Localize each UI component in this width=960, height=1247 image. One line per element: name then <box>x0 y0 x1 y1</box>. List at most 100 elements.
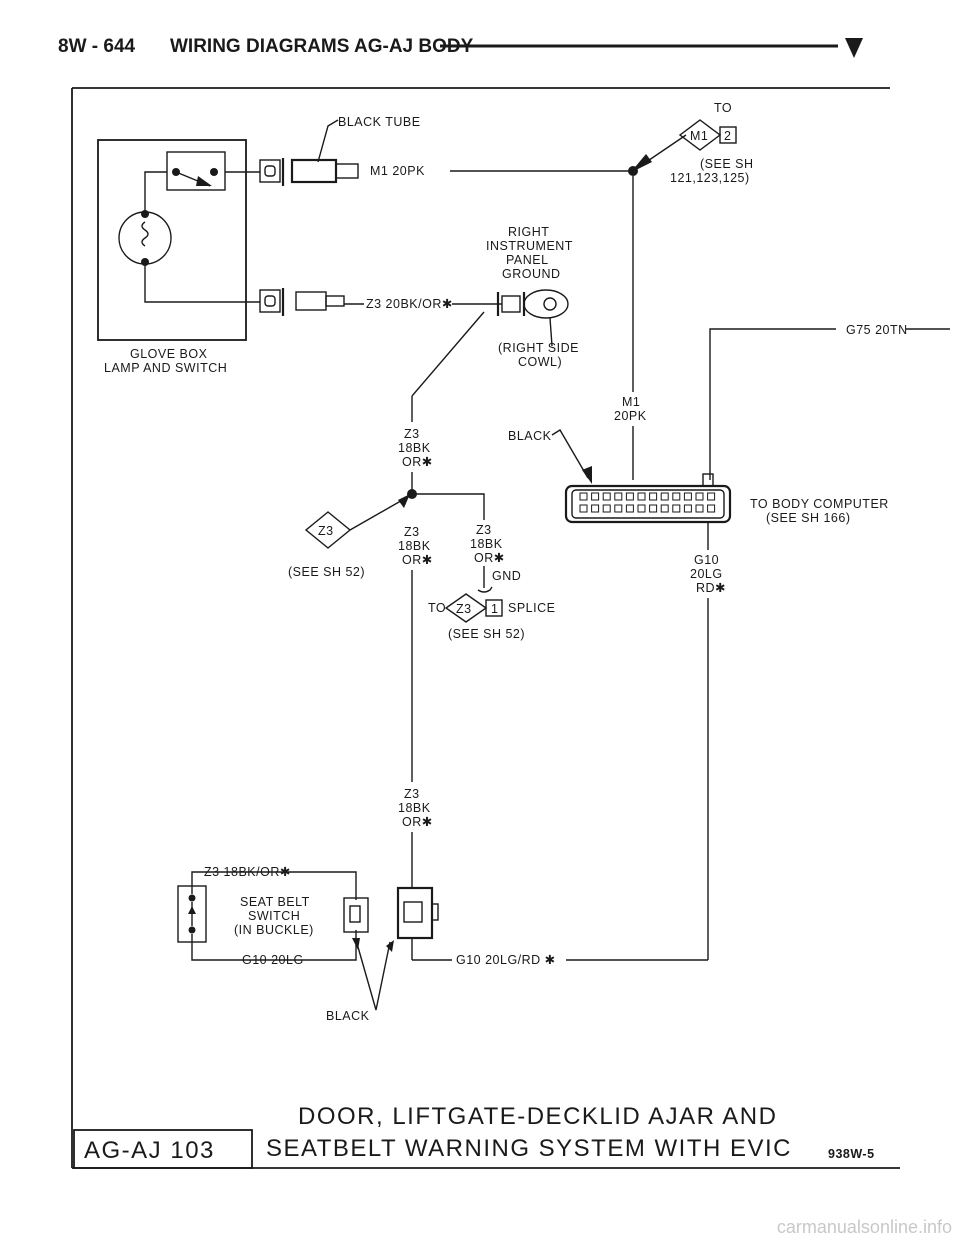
switch-label: SWITCH <box>248 909 300 923</box>
footer-code: AG-AJ 103 <box>84 1137 215 1164</box>
rip-instrument: INSTRUMENT <box>486 239 573 253</box>
black2-arrow-right <box>386 940 394 952</box>
connector-pin <box>695 504 704 513</box>
g10-20lg-rd-label: G10 20LG/RD ✱ <box>456 953 556 967</box>
bk18-label-1: 18BK <box>398 441 431 455</box>
footer-title-1: DOOR, LIFTGATE-DECKLID AJAR AND <box>298 1103 777 1130</box>
footer-title-2: SEATBELT WARNING SYSTEM WITH EVIC <box>266 1135 792 1162</box>
splice-num-box <box>485 599 503 617</box>
connector-pin <box>672 504 681 513</box>
sb-contact-top <box>188 894 196 902</box>
z3-label-3: Z3 <box>476 523 492 537</box>
z3-label-2: Z3 <box>404 525 420 539</box>
bk18-label-4: 18BK <box>398 801 431 815</box>
connector-pin <box>614 504 623 513</box>
splice-label: SPLICE <box>508 601 555 615</box>
see-sh166-label: (SEE SH 166) <box>766 511 851 525</box>
connector-pin <box>625 504 634 513</box>
connector-pin <box>591 504 600 513</box>
buckle-connector-right-pin <box>403 901 423 923</box>
terminal-upper <box>259 159 281 183</box>
orx-label-1: OR✱ <box>402 455 433 469</box>
gnd-label: GND <box>492 569 521 583</box>
section-title: WIRING DIAGRAMS AG-AJ BODY <box>170 36 474 57</box>
connector-pin <box>695 492 704 501</box>
splice-num: 1 <box>491 602 498 616</box>
buckle-connector-right-tab <box>431 903 439 921</box>
connector-pin <box>649 504 658 513</box>
connector-pin <box>683 504 692 513</box>
ground-eyelet-body <box>501 295 521 313</box>
seat-belt-label: SEAT BELT <box>240 895 310 909</box>
connector-pin <box>649 492 658 501</box>
lamp-dot-top <box>141 210 149 218</box>
rip-right: RIGHT <box>508 225 549 239</box>
body-computer-tab <box>702 473 714 487</box>
z3-connector-label: Z3 <box>318 524 334 538</box>
watermark: carmanualsonline.info <box>776 1217 952 1237</box>
connector-pin <box>707 492 716 501</box>
body-computer-connector-inner <box>571 489 725 519</box>
g75-wire <box>709 328 836 480</box>
orx-label-3: OR✱ <box>474 551 505 565</box>
switch-arrow-icon <box>196 176 212 186</box>
gnd-hook-icon <box>477 586 493 593</box>
buckle-connector-left <box>343 897 369 933</box>
black-tube-connector <box>290 158 338 184</box>
g75-label: G75 20TN <box>846 323 908 337</box>
z3-inline-connector <box>295 291 327 311</box>
connector-pin <box>660 492 669 501</box>
z3-inline-connector-tab <box>325 295 345 307</box>
glove-wire-1 <box>144 171 167 214</box>
splice-connector-icon <box>444 593 488 623</box>
black-tube-label: BLACK TUBE <box>338 115 421 129</box>
black2-leader <box>355 939 391 1011</box>
connector-pin <box>591 492 600 501</box>
z3-connector-arrow <box>398 494 410 508</box>
black2-arrow-left <box>352 938 360 950</box>
black-tube-connector-tab <box>335 163 359 179</box>
glove-wire-3 <box>144 262 260 303</box>
switch-contact-right <box>210 168 218 176</box>
see-sh52-label: (SEE SH 52) <box>288 565 365 579</box>
black-tube-leader <box>317 119 339 163</box>
sb-wire-top <box>191 871 357 900</box>
ground-screw-icon <box>543 297 557 311</box>
cowl-label: COWL) <box>518 355 562 369</box>
in-buckle-label: (IN BUCKLE) <box>234 923 314 937</box>
down-triangle-icon <box>845 38 863 58</box>
m1-connector-icon <box>678 119 722 151</box>
bk18-label-3: 18BK <box>470 537 503 551</box>
see-sh52b-label: (SEE SH 52) <box>448 627 525 641</box>
lg20-label: 20LG <box>690 567 723 581</box>
see-sh-label: (SEE SH <box>700 157 754 171</box>
z3-label-1: Z3 <box>404 427 420 441</box>
z3-18bk-or-label: Z3 18BK/OR✱ <box>204 865 291 879</box>
connector-pin <box>602 504 611 513</box>
m1-vert-label: M1 <box>622 395 640 409</box>
buckle-connector-left-pin <box>349 905 361 923</box>
right-side-label: (RIGHT SIDE <box>498 341 579 355</box>
z3-connector-leader <box>349 497 407 531</box>
lamp-filament-icon <box>141 221 149 247</box>
m1-leader-arrow <box>630 154 652 173</box>
connector-pin <box>637 492 646 501</box>
z3-branch-wire <box>412 493 485 520</box>
connector-pin <box>637 504 646 513</box>
bk18-label-2: 18BK <box>398 539 431 553</box>
connector-pin <box>579 492 588 501</box>
connector-pin <box>579 504 588 513</box>
m1-connector-box <box>719 126 737 144</box>
terminal-upper-pin <box>264 165 276 177</box>
g10-label: G10 <box>694 553 719 567</box>
m1-20pk-label: M1 20PK <box>370 164 425 178</box>
footer-code-box <box>73 1129 253 1169</box>
z3-connector-icon <box>304 511 352 549</box>
body-computer-connector <box>564 484 732 524</box>
splice-z3-label: Z3 <box>456 602 472 616</box>
to-body-computer-label: TO BODY COMPUTER <box>750 497 889 511</box>
to-label: TO <box>714 101 732 115</box>
orx-label-2: OR✱ <box>402 553 433 567</box>
black2-label: BLACK <box>326 1009 370 1023</box>
